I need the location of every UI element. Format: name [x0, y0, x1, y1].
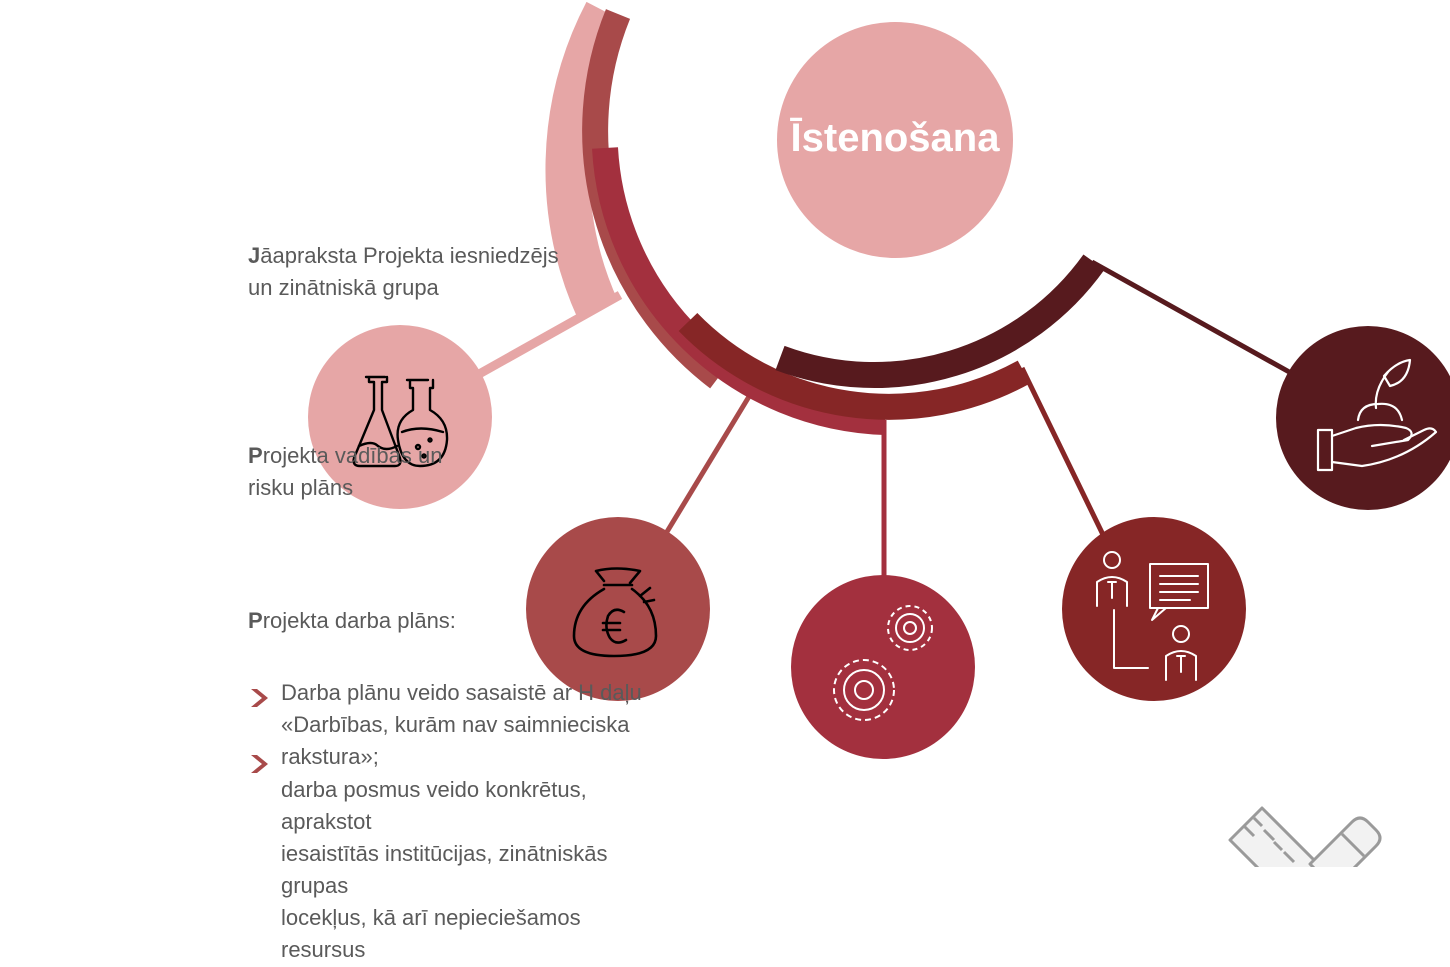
item-1-line2: un zinātniskā grupa: [248, 275, 439, 300]
center-circle: [777, 22, 1013, 258]
bullet-item-1: Darba plānu veido sasaistē ar H daļu «Da…: [248, 677, 668, 773]
item-1-lead: J: [248, 243, 261, 268]
item-text-3: Projekta darba plāns:: [248, 605, 456, 637]
arc-1: [545, 1, 626, 320]
arc-4: [678, 312, 1031, 420]
timeline-diagram: [251, 1, 1450, 867]
flask-icon: [352, 375, 449, 468]
item-2-lead: P: [248, 443, 263, 468]
gears-icon: [833, 605, 933, 721]
item-1-line1: āapraksta Projekta iesniedzējs: [260, 243, 559, 268]
bullet-2-line1: darba posmus veido konkrētus, aprakstot: [281, 777, 587, 834]
bullet-list: Darba plānu veido sasaistē ar H daļu «Da…: [248, 677, 668, 967]
bullet-2-line3: locekļus, kā arī nepieciešamos resursus: [281, 905, 581, 962]
connector-line-5: [1090, 259, 1302, 381]
meeting-chat-icon: [1096, 551, 1209, 681]
connector-line-2: [659, 383, 759, 542]
item-text-2: Projekta vadības un risku plāns: [248, 440, 442, 504]
item-text-1: Jāapraksta Projekta iesniedzējs un zināt…: [248, 240, 559, 304]
money-bag-euro-icon: [572, 567, 658, 658]
bullet-1-line2: «Darbības, kurām nav saimnieciska rakstu…: [281, 712, 630, 769]
bullet-2-line2: iesaistītās institūcijas, zinātniskās gr…: [281, 841, 608, 898]
bullet-marker-1: [251, 689, 268, 707]
item-2-line2: risku plāns: [248, 475, 354, 500]
node-circle-5: [1276, 326, 1450, 510]
pencil-ruler-icon: [1228, 806, 1382, 867]
center-label: Īstenošana: [790, 116, 1000, 160]
arc-5: [775, 254, 1105, 389]
item-3-lead: P: [248, 608, 263, 633]
bullet-item-2: darba posmus veido konkrētus, aprakstot …: [248, 774, 668, 966]
connector-line-4: [1019, 366, 1111, 547]
item-2-line1: rojekta vadības un: [262, 443, 443, 468]
bullet-1-line1: Darba plānu veido sasaistē ar H daļu: [281, 680, 642, 705]
item-3-line1: rojekta darba plāns:: [262, 608, 456, 633]
bullet-marker-2: [251, 755, 268, 773]
plant-in-hand-icon: [1316, 358, 1438, 472]
